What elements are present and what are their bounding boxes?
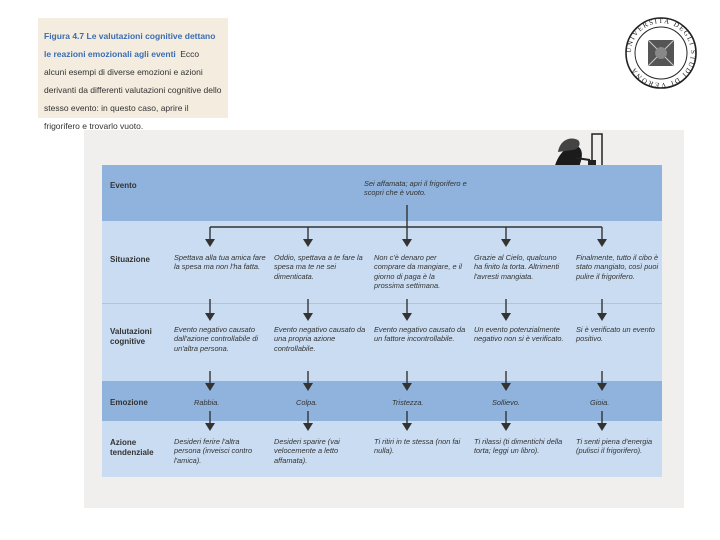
cognitive-cell-2: Evento negativo causato da una propria a… <box>274 325 366 353</box>
event-band <box>102 165 662 221</box>
cognitive-band <box>102 303 662 382</box>
situation-cell-3: Non c'è denaro per comprare da mangiare,… <box>374 253 462 291</box>
situation-cell-5: Finalmente, tutto il cibo è stato mangia… <box>576 253 659 281</box>
action-cell-2: Desideri sparire (vai velocemente a lett… <box>274 437 340 465</box>
situation-label: Situazione <box>110 255 151 264</box>
caption-body: Ecco alcuni esempi di diverse emozioni e… <box>44 49 222 131</box>
situation-band <box>102 221 662 303</box>
event-label: Evento <box>110 181 137 190</box>
event-text: Sei affamata; apri il frigorifero e scop… <box>364 179 467 198</box>
appraisal-table: Evento Sei affamata; apri il frigorifero… <box>102 165 662 495</box>
situation-cell-4: Grazie al Cielo, qualcuno ha finito la t… <box>474 253 560 281</box>
action-cell-1: Desideri ferire l'altra persona (inveisc… <box>174 437 253 465</box>
situation-cell-2: Oddio, spettava a te fare la spesa ma te… <box>274 253 363 281</box>
cognitive-cell-4: Un evento potenzialmente negativo non si… <box>474 325 564 344</box>
action-cell-4: Ti rilassi (ti dimentichi della torta; l… <box>474 437 563 456</box>
caption-title: Figura 4.7 Le valutazioni cognitive dett… <box>44 31 216 59</box>
emotion-cell-3: Tristezza. <box>392 398 424 407</box>
action-cell-5: Ti senti piena d'energia (pulisci il fri… <box>576 437 653 456</box>
emotion-cell-5: Gioia. <box>590 398 610 407</box>
emotion-label: Emozione <box>110 398 148 407</box>
emotion-cell-4: Sollievo. <box>492 398 520 407</box>
emotion-cell-2: Colpa. <box>296 398 318 407</box>
situation-cell-1: Spettava alla tua amica fare la spesa ma… <box>174 253 266 272</box>
emotion-cell-1: Rabbia. <box>194 398 220 407</box>
university-seal-icon: UNIVERSITA DEGLI STUDI DI VERONA <box>625 17 697 89</box>
action-label: Azione tendenziale <box>110 438 154 457</box>
flow-arrows <box>205 205 607 431</box>
cognitive-cell-3: Evento negativo causato da un fattore in… <box>374 325 466 344</box>
emotion-band <box>102 381 662 421</box>
cognitive-cell-1: Evento negativo causato dall'azione cont… <box>174 325 258 353</box>
action-cell-3: Ti ritiri in te stessa (non fai nulla). <box>374 437 461 456</box>
cognitive-cell-5: Si è verificato un evento positivo. <box>576 325 655 344</box>
action-band <box>102 421 662 477</box>
figure-caption: Figura 4.7 Le valutazioni cognitive dett… <box>38 18 228 131</box>
cognitive-label: Valutazioni cognitive <box>110 327 152 346</box>
